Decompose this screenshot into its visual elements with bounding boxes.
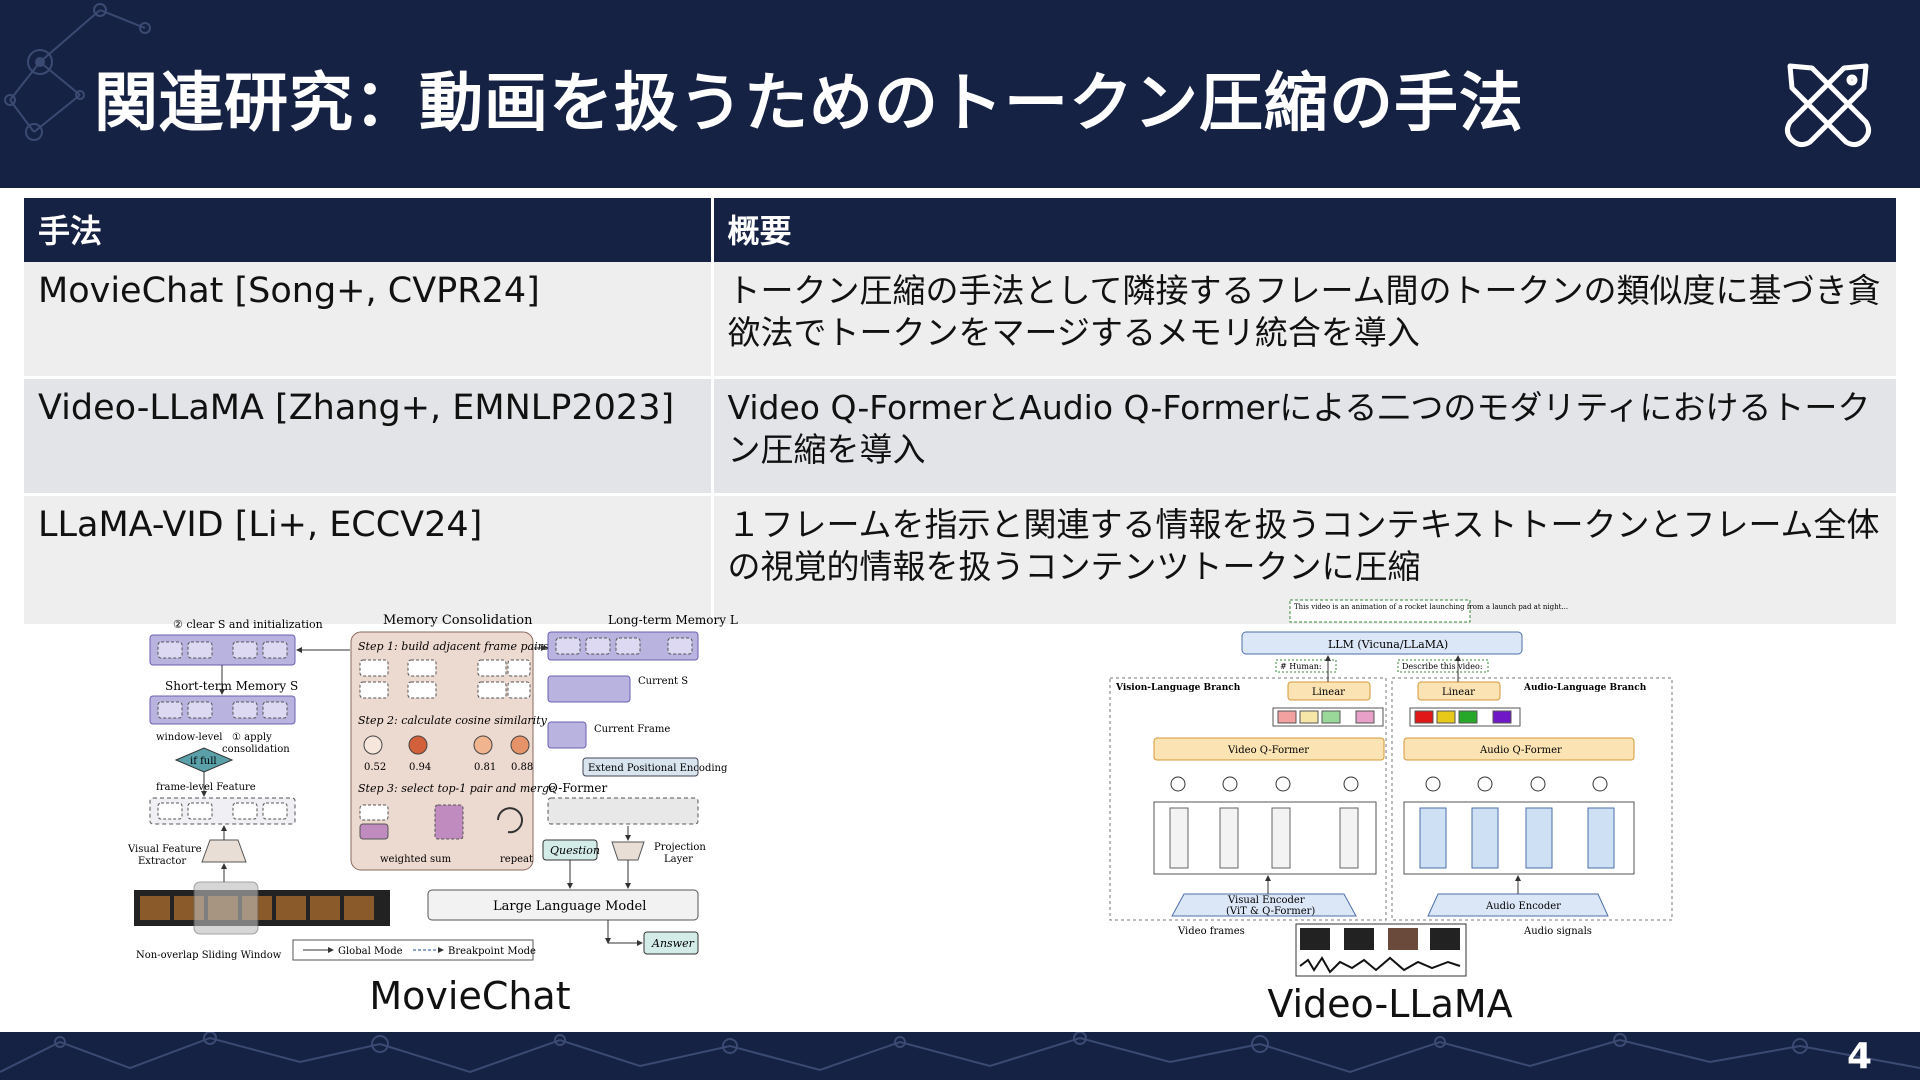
slide-title: 関連研究：動画を扱うためのトークン圧縮の手法 (94, 67, 1524, 141)
step2-label: Step 2: calculate cosine similarity (358, 714, 548, 727)
slide-footer (0, 1032, 1920, 1080)
moviechat-caption: MovieChat (369, 974, 571, 1018)
step1-label: Step 1: build adjacent frame pairs (358, 640, 549, 653)
output-text-label: This video is an animation of a rocket l… (1294, 603, 1568, 611)
projection-label: Layer (664, 854, 693, 865)
video-qformer-label: Video Q-Former (1227, 745, 1309, 756)
network-decoration (4, 3, 151, 141)
describe-prompt-label: Describe this video: (1402, 662, 1483, 671)
repeat-label: repeat (500, 854, 533, 865)
crossed-tools-icon (1784, 63, 1872, 148)
page-number: 4 (1846, 1036, 1872, 1077)
slide-header: 関連研究：動画を扱うためのトークン圧縮の手法 (0, 0, 1920, 192)
audio-signals-label: Audio signals (1523, 926, 1592, 937)
visual-extractor-label: Extractor (138, 856, 186, 867)
current-frame-label: Current Frame (594, 724, 670, 735)
table-header-row: 手法 概要 (24, 198, 1896, 262)
frame-level-label: frame-level Feature (156, 782, 256, 793)
breakpoint-mode-label: Breakpoint Mode (448, 946, 536, 957)
audio-qformer-label: Audio Q-Former (1479, 745, 1562, 756)
weighted-sum-label: weighted sum (380, 854, 452, 865)
question-label: Question (550, 844, 600, 857)
method-cell: Video-LLaMA [Zhang+, EMNLP2023] (24, 376, 712, 495)
visual-encoder-label: (ViT & Q-Former) (1226, 906, 1315, 917)
summary-cell: Video Q-FormerとAudio Q-Formerによる二つのモダリティ… (710, 376, 1896, 495)
visual-encoder-label: Visual Encoder (1227, 895, 1305, 906)
long-term-memory-label: Long-term Memory L (608, 613, 738, 627)
llm-label: Large Language Model (493, 899, 646, 914)
human-prompt-label: # Human: (1280, 662, 1322, 671)
header-method: 手法 (24, 198, 712, 262)
header-summary: 概要 (710, 198, 1896, 262)
memory-consolidation-label: Memory Consolidation (383, 613, 533, 628)
video-llama-diagram: This video is an animation of a rocket l… (1109, 599, 1673, 977)
network-decoration (0, 1032, 1920, 1074)
clear-label: ② clear S and initialization (173, 618, 323, 631)
sim-value: 0.94 (409, 762, 431, 773)
summary-cell: トークン圧縮の手法として隣接するフレーム間のトークンの類似度に基づき貪欲法でトー… (710, 262, 1896, 378)
apply-label: ① apply (232, 732, 272, 743)
consolidation-label: consolidation (222, 744, 290, 755)
step3-label: Step 3: select top-1 pair and merge (358, 782, 556, 795)
method-cell: MovieChat [Song+, CVPR24] (24, 262, 712, 378)
video-llama-caption: Video-LLaMA (1267, 982, 1513, 1026)
llm-label: LLM (Vicuna/LLaMA) (1328, 638, 1448, 651)
moviechat-diagram: ② clear S and initialization Memory Cons… (128, 613, 738, 961)
q-former-label: Q-Former (548, 781, 607, 795)
table-row: MovieChat [Song+, CVPR24] トークン圧縮の手法として隣接… (24, 262, 1896, 378)
audio-branch-label: Audio-Language Branch (1523, 683, 1647, 693)
video-frames-label: Video frames (1177, 926, 1245, 937)
window-level-label: window-level (156, 732, 222, 743)
linear-label: Linear (1442, 687, 1475, 698)
summary-cell: １フレームを指示と関連する情報を扱うコンテキストトークンとフレーム全体の視覚的情… (710, 493, 1896, 624)
projection-label: Projection (654, 842, 706, 853)
sim-value: 0.88 (511, 762, 533, 773)
short-term-memory-label: Short-term Memory S (165, 679, 298, 693)
method-cell: LLaMA-VID [Li+, ECCV24] (24, 493, 712, 624)
table-row: LLaMA-VID [Li+, ECCV24] １フレームを指示と関連する情報を… (24, 493, 1896, 624)
current-s-label: Current S (638, 676, 688, 687)
visual-extractor-label: Visual Feature (128, 844, 202, 855)
audio-encoder-label: Audio Encoder (1485, 901, 1561, 912)
table-row: Video-LLaMA [Zhang+, EMNLP2023] Video Q-… (24, 376, 1896, 495)
sim-value: 0.52 (364, 762, 386, 773)
methods-table: 手法 概要 MovieChat [Song+, CVPR24] トークン圧縮の手… (24, 198, 1896, 624)
header-rule (0, 188, 1920, 192)
vision-branch-label: Vision-Language Branch (1115, 683, 1241, 693)
sim-value: 0.81 (474, 762, 496, 773)
extend-pe-label: Extend Positional Encoding (588, 763, 728, 774)
sliding-window-label: Non-overlap Sliding Window (136, 950, 282, 961)
answer-label: Answer (651, 937, 695, 950)
global-mode-label: Global Mode (338, 946, 403, 957)
linear-label: Linear (1312, 687, 1345, 698)
if-full-label: if full (190, 756, 217, 767)
